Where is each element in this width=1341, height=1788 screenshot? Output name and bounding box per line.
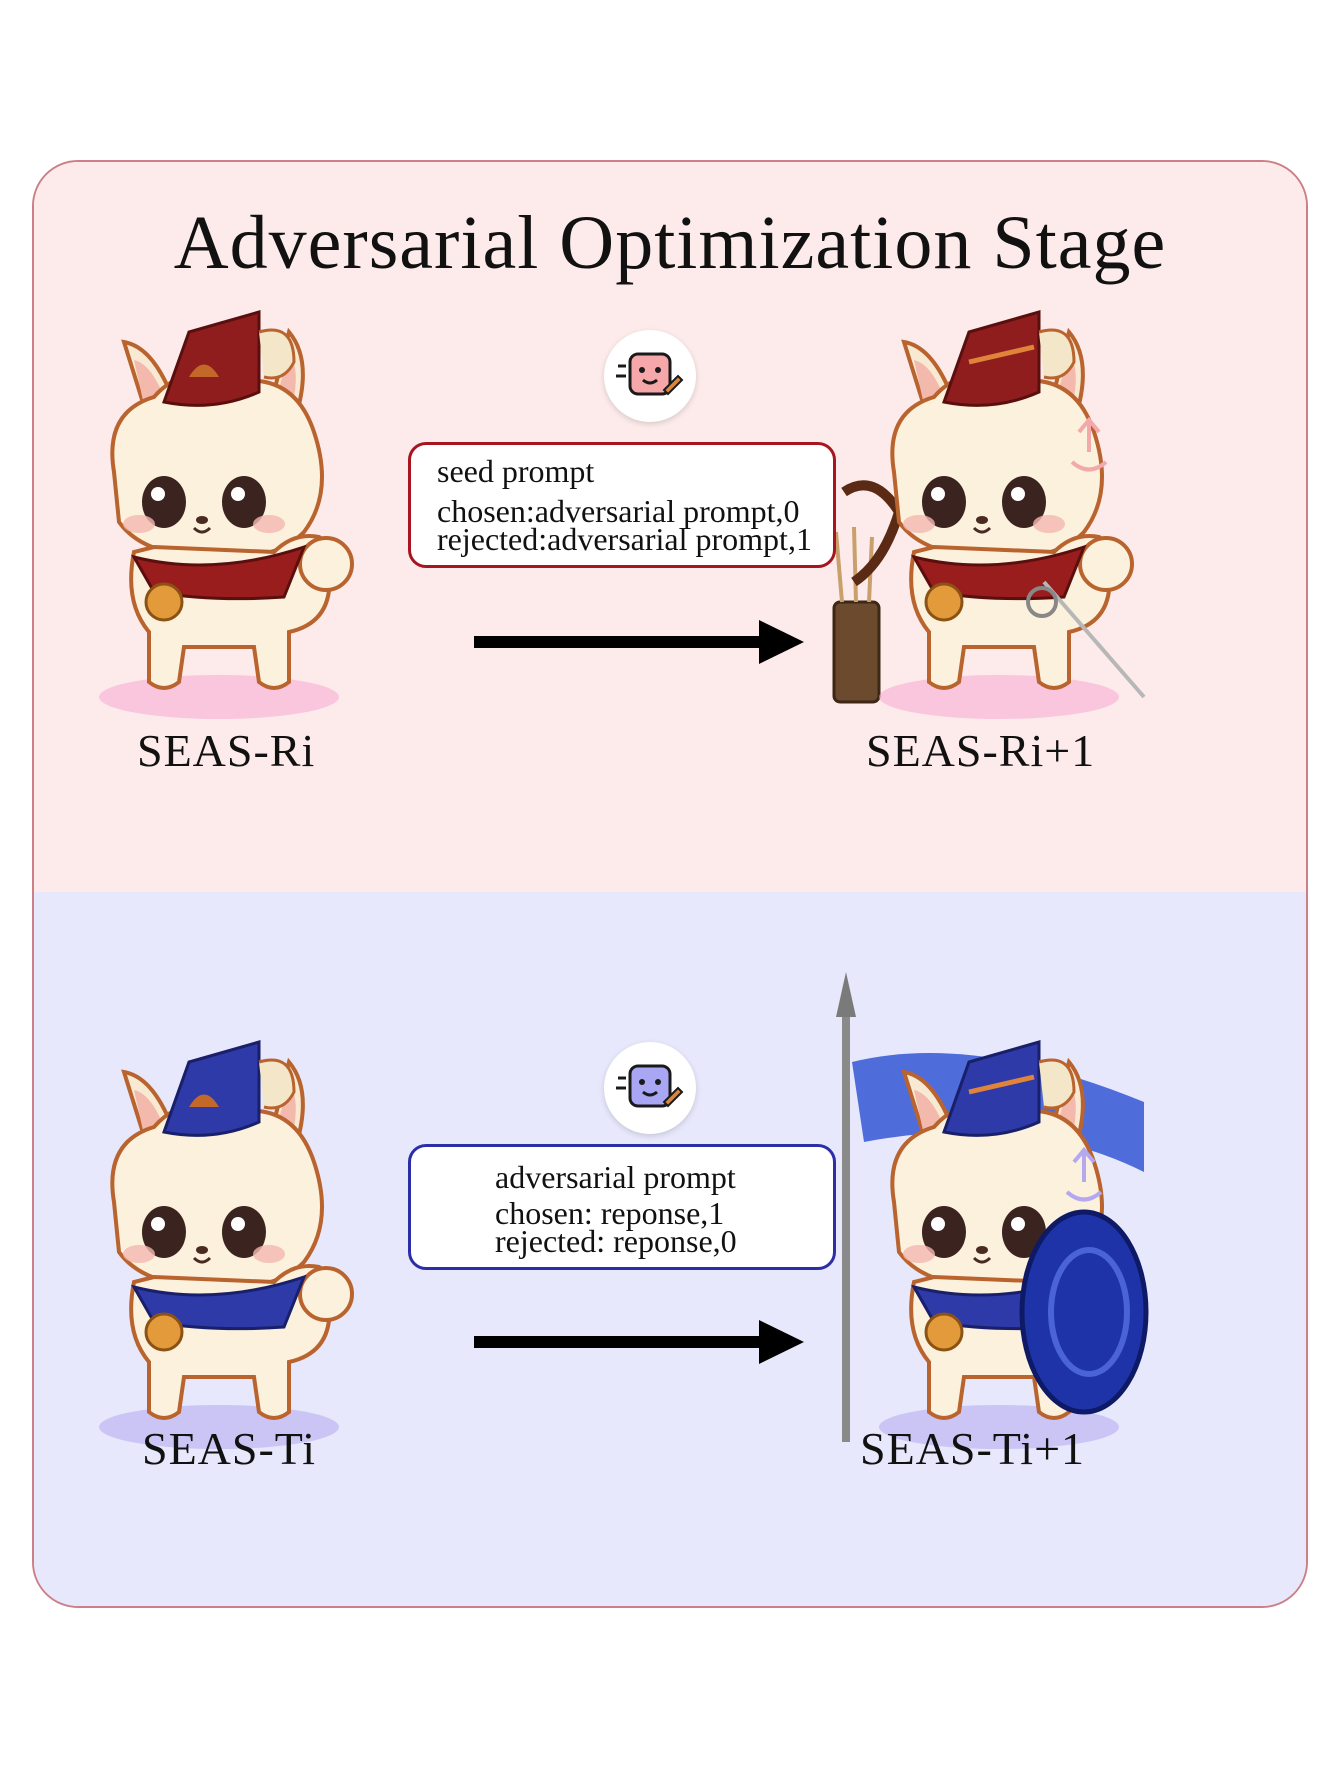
box-line-3: rejected: reponse,0 [495, 1223, 737, 1259]
quiver-icon [832, 526, 881, 704]
llama-icon [832, 310, 1146, 721]
box-line-1: seed prompt [437, 453, 595, 489]
llama-icon [94, 310, 354, 722]
model-label-left: SEAS-Ti [142, 1423, 317, 1474]
box-line-2: chosen: reponse,1 [495, 1195, 725, 1231]
target-blue-panel: adversarial prompt chosen: reponse,1 rej… [34, 892, 1306, 1606]
diagram-frame: Adversarial Optimization Stage [32, 160, 1308, 1608]
shield-icon [1019, 1209, 1149, 1415]
diagram-title: Adversarial Optimization Stage [173, 201, 1167, 285]
model-label-right: SEAS-Ti+1 [860, 1423, 1086, 1474]
box-line-3: rejected:adversarial prompt,1 [437, 521, 812, 557]
model-label-left: SEAS-Ri [137, 725, 316, 776]
llama-icon [94, 1040, 354, 1452]
box-line-1: adversarial prompt [495, 1159, 736, 1195]
robot-icon [604, 330, 696, 422]
robot-icon [604, 1042, 696, 1134]
arrow-right-icon [474, 1320, 804, 1364]
llama-icon [836, 972, 1149, 1451]
preference-pair-box: seed prompt chosen:adversarial prompt,0 … [408, 442, 836, 568]
box-line-2: chosen:adversarial prompt,0 [437, 493, 800, 529]
spear-icon [836, 972, 856, 1442]
preference-pair-box: adversarial prompt chosen: reponse,1 rej… [408, 1144, 836, 1270]
sword-icon [1026, 580, 1146, 699]
model-label-right: SEAS-Ri+1 [866, 725, 1096, 776]
adversarial-red-panel: Adversarial Optimization Stage [34, 162, 1306, 894]
arrow-right-icon [474, 620, 804, 664]
